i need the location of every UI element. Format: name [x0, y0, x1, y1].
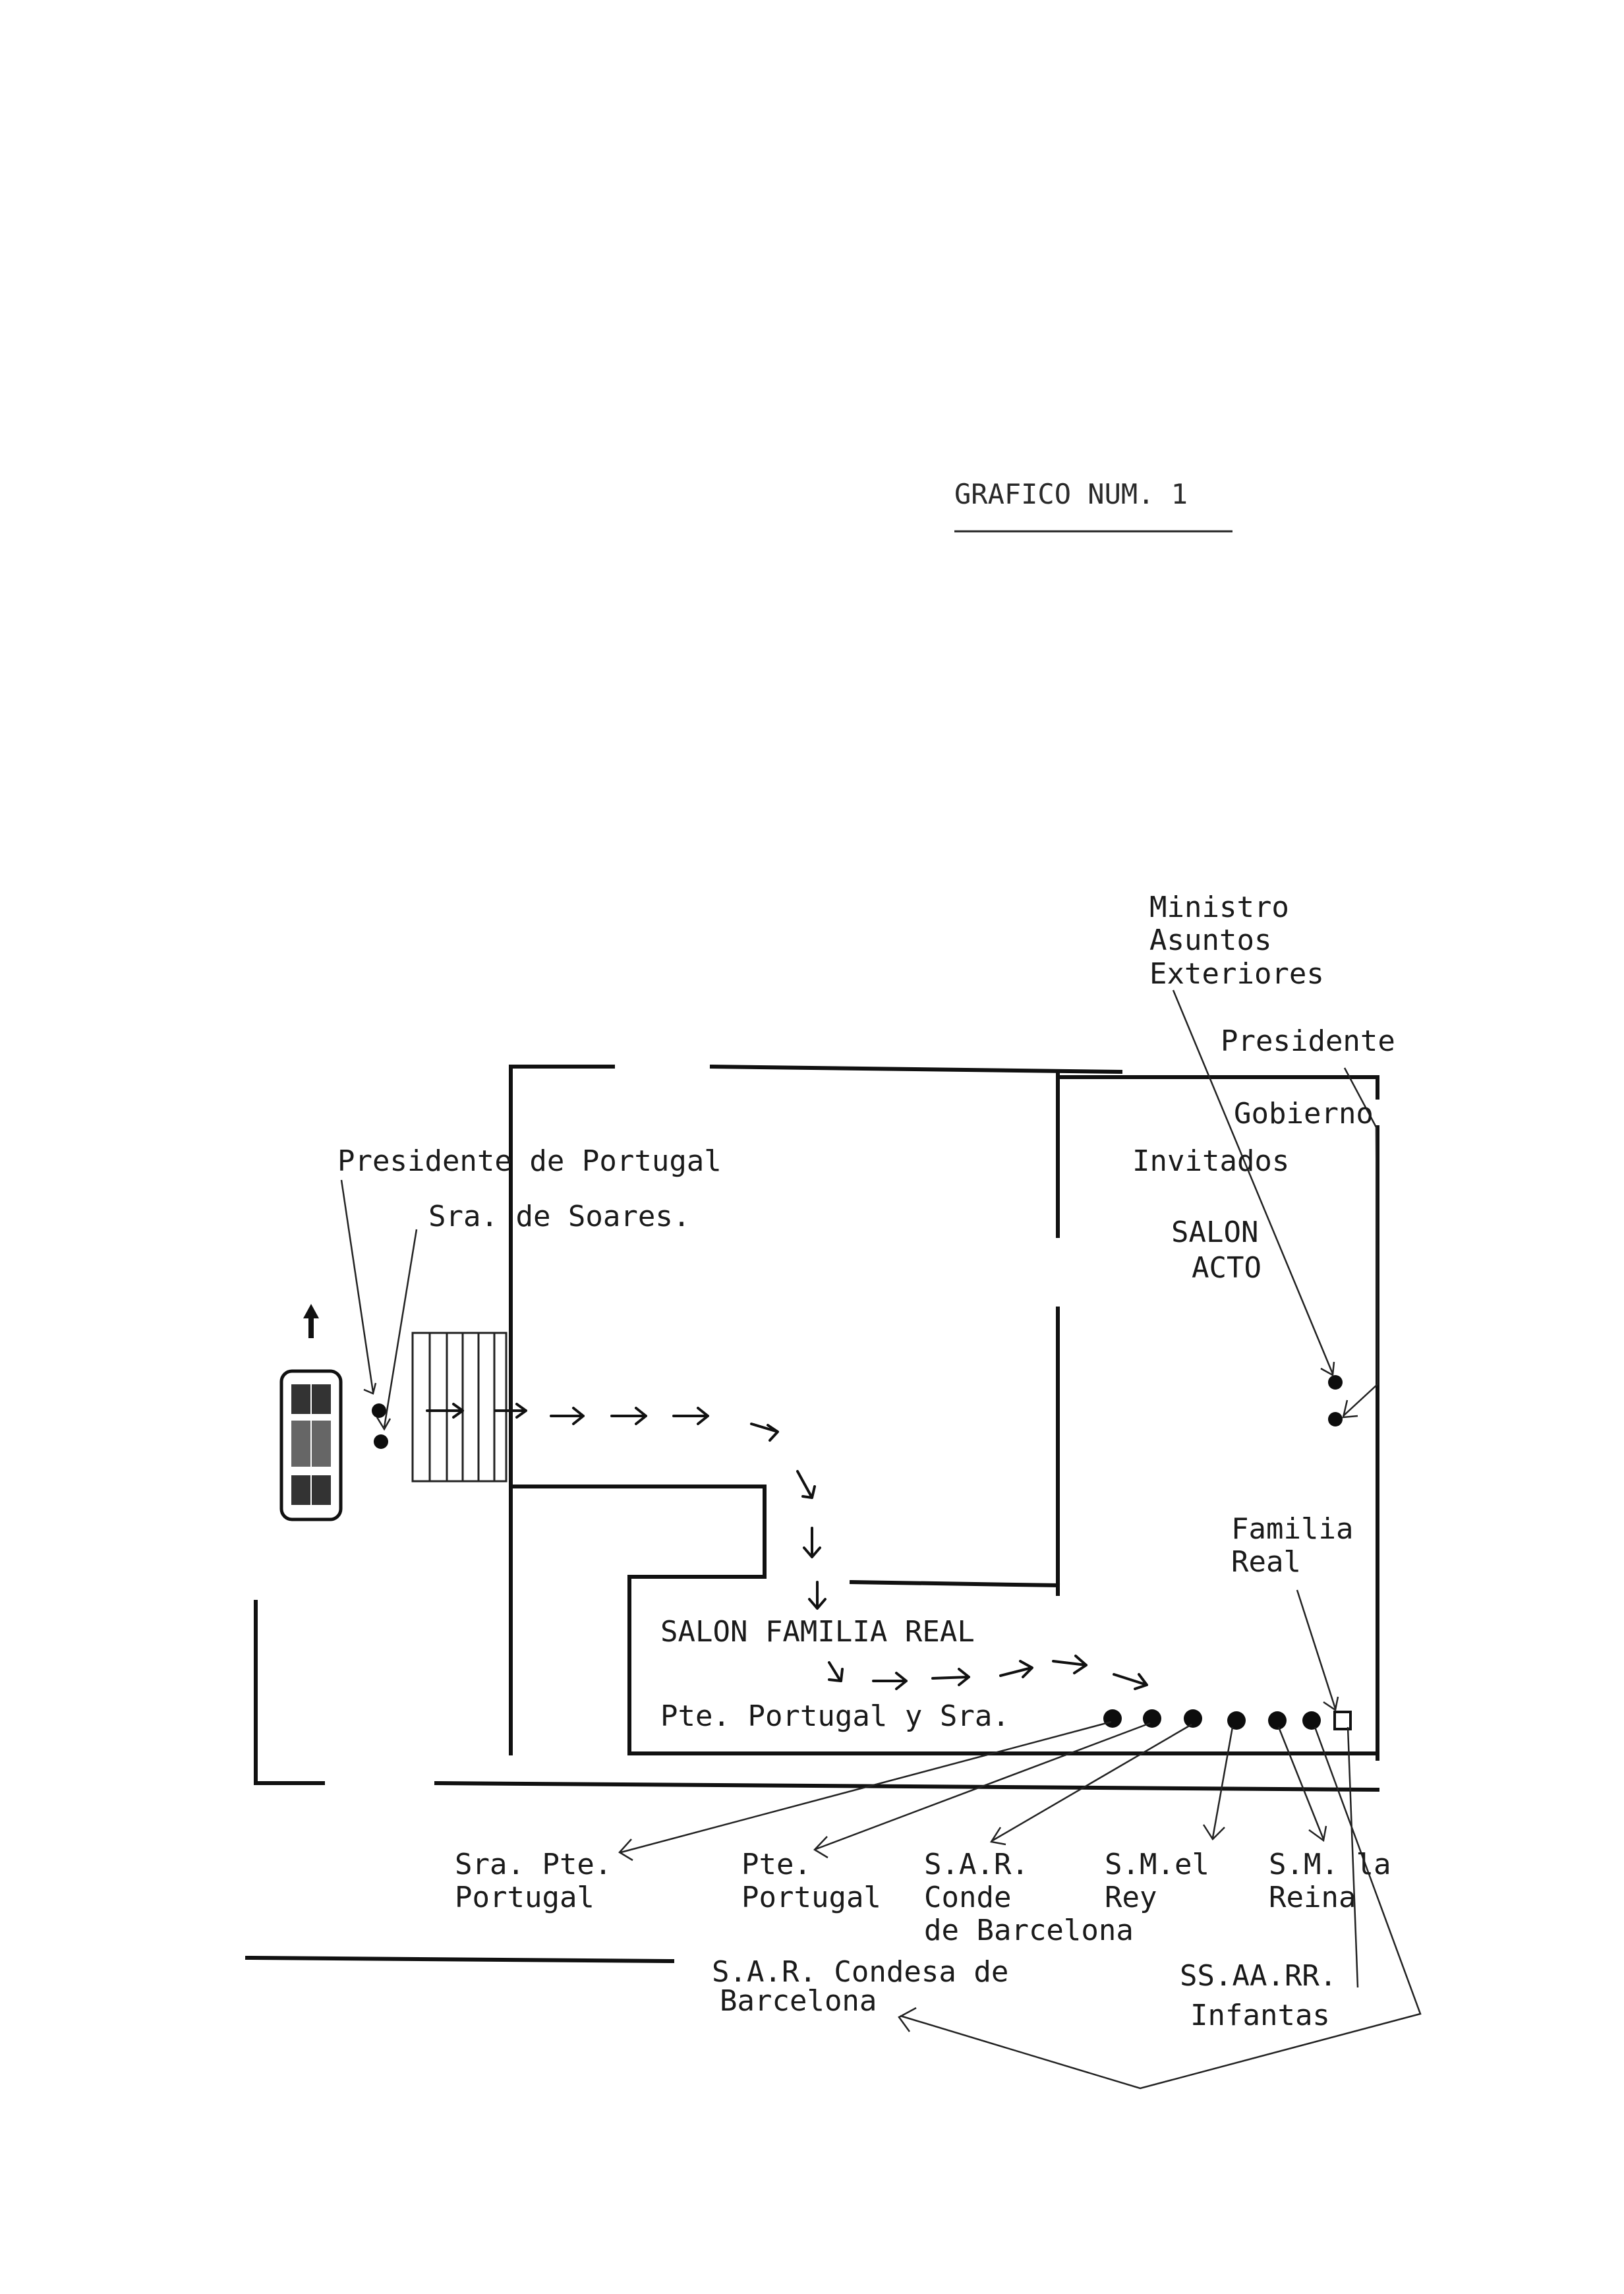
label-salon-familia-real: SALON FAMILIA REAL: [660, 1615, 975, 1649]
label-familia-real-2: Real: [1231, 1545, 1301, 1579]
label-invitados: Invitados: [1132, 1144, 1289, 1178]
label-pte-portugal-1: Pte.: [741, 1848, 811, 1881]
direction-arrow-icon: [303, 1304, 319, 1338]
label-infantas-2: Infantas: [1190, 1999, 1330, 2032]
label-ministro-1: Ministro: [1149, 891, 1289, 924]
label-presidente-gobierno-1: Presidente: [1221, 1024, 1395, 1058]
label-sra-pte-portugal-2: Portugal: [455, 1881, 594, 1914]
person-markers: [372, 1375, 1352, 1730]
person-marker-pte-portugal: [1143, 1709, 1161, 1728]
person-marker-presidente-portugal: [372, 1403, 386, 1418]
person-marker-presidente-gobierno: [1328, 1412, 1343, 1426]
car-icon: [279, 1369, 343, 1521]
building-walls: [245, 1064, 1380, 1964]
label-sm-rey-1: S.M.el: [1105, 1848, 1209, 1881]
label-presidente-portugal: Presidente de Portugal: [337, 1144, 722, 1178]
person-marker-sm-reina: [1268, 1711, 1287, 1730]
staircase: [411, 1332, 508, 1483]
label-sm-reina-1: S.M. la: [1269, 1848, 1391, 1881]
label-presidente-gobierno-2: Gobierno: [1234, 1097, 1374, 1131]
person-marker-conde-barcelona: [1184, 1709, 1202, 1728]
label-sar-conde-2: Conde: [924, 1881, 1011, 1914]
label-sar-conde-1: S.A.R.: [924, 1848, 1029, 1881]
label-sm-reina-2: Reina: [1269, 1881, 1356, 1914]
label-infantas-1: SS.AA.RR.: [1180, 1959, 1337, 1993]
label-sm-rey-2: Rey: [1105, 1881, 1157, 1914]
person-marker-sra-soares: [374, 1434, 388, 1449]
person-marker-ministro: [1328, 1375, 1343, 1390]
person-marker-sm-rey: [1227, 1711, 1246, 1730]
label-ministro-2: Asuntos: [1149, 924, 1271, 957]
person-marker-infantas: [1302, 1711, 1321, 1730]
label-salon-acto-1: SALON: [1171, 1216, 1258, 1249]
label-ministro-3: Exteriores: [1149, 957, 1324, 991]
diagram-title: GRAFICO NUM. 1: [954, 478, 1188, 510]
route-arrows: [426, 1403, 1148, 1690]
label-sar-conde-3: de Barcelona: [924, 1914, 1134, 1947]
leader-lines: [340, 989, 1422, 2090]
person-marker-sra-pte-portugal: [1103, 1709, 1122, 1728]
label-familia-real-1: Familia: [1231, 1512, 1353, 1546]
label-pte-portugal-2: Portugal: [741, 1881, 881, 1914]
label-sra-pte-portugal-1: Sra. Pte.: [455, 1848, 612, 1881]
label-condesa-2: Barcelona: [720, 1984, 877, 2018]
label-sra-soares: Sra. de Soares.: [428, 1200, 690, 1233]
label-salon-acto-2: ACTO: [1192, 1251, 1262, 1285]
label-pte-portugal-y-sra: Pte. Portugal y Sra.: [660, 1699, 1010, 1733]
label-condesa-1: S.A.R. Condesa de: [712, 1955, 1008, 1989]
person-marker-condesa-barcelona: [1333, 1711, 1352, 1730]
